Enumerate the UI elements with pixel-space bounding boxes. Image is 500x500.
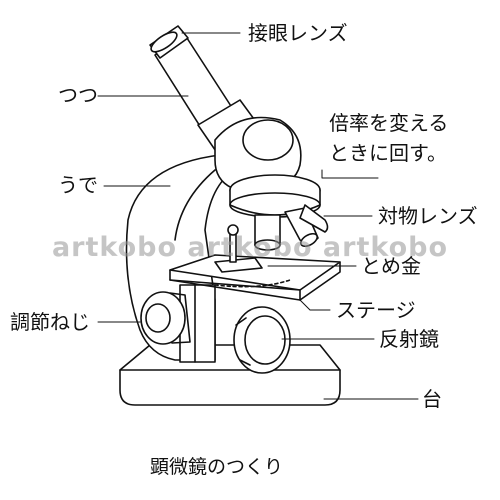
base [119,344,341,406]
label-eyepiece: 接眼レンズ [248,21,348,45]
stage [169,254,341,301]
label-mirror: 反射鏡 [379,327,439,351]
focus-knob [140,291,191,345]
label-focus-knob: 調節ねじ [10,310,90,334]
label-magnification-line2: ときに回す。 [329,141,447,165]
label-magnification-line1: 倍率を変える [329,111,449,135]
leader-stage [299,299,331,311]
label-clip: とめ金 [361,254,421,278]
label-objective: 対物レンズ [378,204,478,228]
leader-magnification [321,169,379,179]
mirror [233,306,291,374]
label-tube: つつ [58,83,98,107]
head [214,116,302,189]
label-stage: ステージ [336,298,416,322]
caption: 顕微鏡のつくり [150,456,284,478]
clips [214,224,263,273]
objective-lenses [254,204,329,251]
label-arm: うで [58,173,98,197]
leader-lines [97,32,419,400]
label-base: 台 [422,387,442,411]
